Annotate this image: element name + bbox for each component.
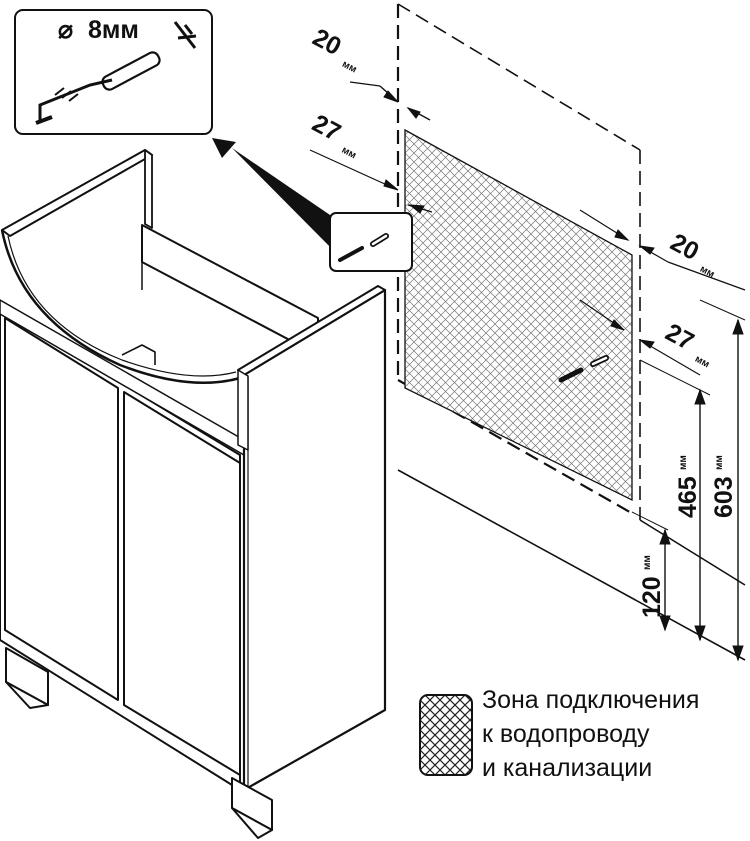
dim-value: 20 [666, 228, 704, 266]
dim-unit: мм [714, 455, 725, 470]
dimension-120: 120 мм [638, 555, 666, 618]
dim-unit: мм [678, 455, 689, 470]
dimension-20-right: 20 мм [666, 228, 716, 280]
dim-value: 20 [308, 23, 346, 61]
dim-value: 465 [674, 476, 702, 518]
legend-line-2: к водопроводу [482, 720, 650, 748]
legend-line-3: и канализации [482, 754, 652, 782]
dim-unit: мм [340, 59, 358, 76]
dimension-lines [309, 81, 746, 662]
dimension-20-top: 20 мм [308, 23, 358, 76]
legend-line-1: Зона подключения [482, 686, 699, 714]
dimension-27-right: 27 мм [661, 318, 711, 371]
connection-zone [404, 128, 633, 502]
pipe-symbol-1 [558, 355, 609, 383]
dim-unit: мм [340, 145, 358, 162]
diameter-symbol: ⌀ [58, 16, 73, 44]
legend-hatch-swatch [419, 694, 473, 776]
drill-size-label: 8мм [88, 16, 139, 44]
drill-callout-box: ⌀ 8мм [14, 9, 213, 135]
dim-value: 120 [638, 576, 666, 618]
dim-value: 27 [661, 318, 699, 356]
vanity-cabinet [0, 149, 387, 839]
dimension-27-top: 27 мм [308, 109, 358, 162]
drill-bit-icon [173, 21, 197, 49]
callout-beam [212, 138, 413, 272]
dimension-603: 603 мм [710, 455, 738, 518]
dimension-465: 465 мм [674, 455, 702, 518]
dim-value: 603 [710, 476, 738, 518]
dim-value: 27 [308, 109, 346, 147]
dim-unit: мм [642, 555, 653, 570]
legend: Зона подключения к водопроводу и канализ… [419, 686, 699, 782]
dim-unit: мм [693, 354, 711, 371]
dowel-screw-icon [35, 51, 161, 125]
